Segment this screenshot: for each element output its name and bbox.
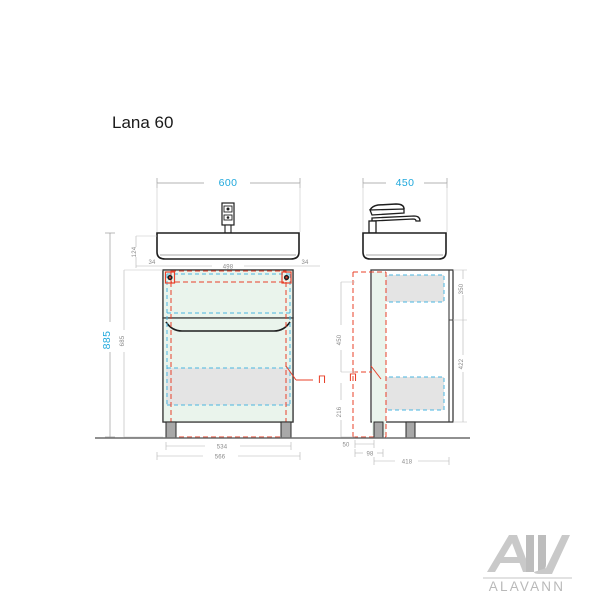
logo-wordmark: ALAVANN [489, 579, 565, 594]
front-width-value: 600 [219, 177, 238, 189]
front-inset-left-value: 34 [148, 260, 156, 266]
front-body-width-value: 534 [217, 445, 228, 451]
side-door-swing [352, 271, 387, 438]
side-toe-depth-value: 50 [342, 443, 350, 449]
side-plinth-height-dimension: 216 [337, 383, 355, 438]
front-width-dimension: 600 [156, 177, 301, 232]
front-outer-width-dimension: 566 [156, 452, 301, 461]
front-total-height-dimension: 885 [101, 232, 115, 438]
side-upper-drawer-value: 350 [459, 283, 465, 294]
washbasin-front [156, 232, 300, 260]
front-pi-annotation: П [285, 365, 326, 386]
cabinet-front-body [162, 269, 294, 423]
front-mounting-markers [164, 271, 292, 284]
side-lower-drawer-value: 422 [459, 358, 465, 369]
front-pi-label: П [318, 374, 326, 386]
front-inset-dimensions: 34 34 [136, 260, 320, 267]
front-drawer-width-value: 498 [223, 265, 234, 271]
front-total-height-value: 885 [101, 331, 113, 350]
side-elevation-view: 450 [337, 177, 467, 466]
front-inner-height-value: 685 [120, 335, 126, 346]
side-depth-value: 450 [396, 177, 415, 189]
side-leg-offset-dimension: 98 [354, 449, 384, 458]
brand-logo: ALAVANN [483, 535, 572, 594]
logo-monogram-icon [487, 535, 570, 574]
front-elevation-view: 600 [101, 177, 326, 461]
side-cabinet-height-value: 450 [337, 334, 343, 345]
side-plinth-height-value: 216 [337, 406, 343, 417]
front-basin-height-value: 124 [132, 246, 138, 257]
front-inner-height-dimension: 685 [120, 269, 163, 438]
faucet-front [221, 202, 235, 234]
front-inset-right-value: 34 [301, 260, 309, 266]
front-basin-height-dimension: 124 [132, 235, 157, 268]
faucet-side [368, 203, 421, 234]
side-pi-label: П [349, 372, 357, 384]
side-base-depth-value: 418 [402, 460, 413, 466]
side-drawer-boxes [381, 274, 445, 411]
side-toe-depth-dimension: 50 [342, 440, 375, 449]
side-pi-annotation: П [349, 365, 382, 384]
side-depth-dimension: 450 [362, 177, 448, 232]
side-upper-drawer-dimension: 350 [453, 269, 467, 321]
side-cabinet-height-dimension: 450 [337, 281, 355, 373]
side-base-depth-dimension: 418 [373, 457, 450, 466]
front-outer-width-value: 566 [215, 455, 226, 461]
side-leg-offset-value: 98 [366, 452, 374, 458]
front-drawer-width-dimension: 498 [171, 265, 286, 271]
front-internal-dashed-lines [166, 273, 291, 406]
side-lower-drawer-dimension: 422 [453, 320, 467, 423]
washbasin-side [362, 232, 447, 260]
front-body-width-dimension: 534 [165, 442, 292, 451]
page-title: Lana 60 [112, 113, 173, 132]
